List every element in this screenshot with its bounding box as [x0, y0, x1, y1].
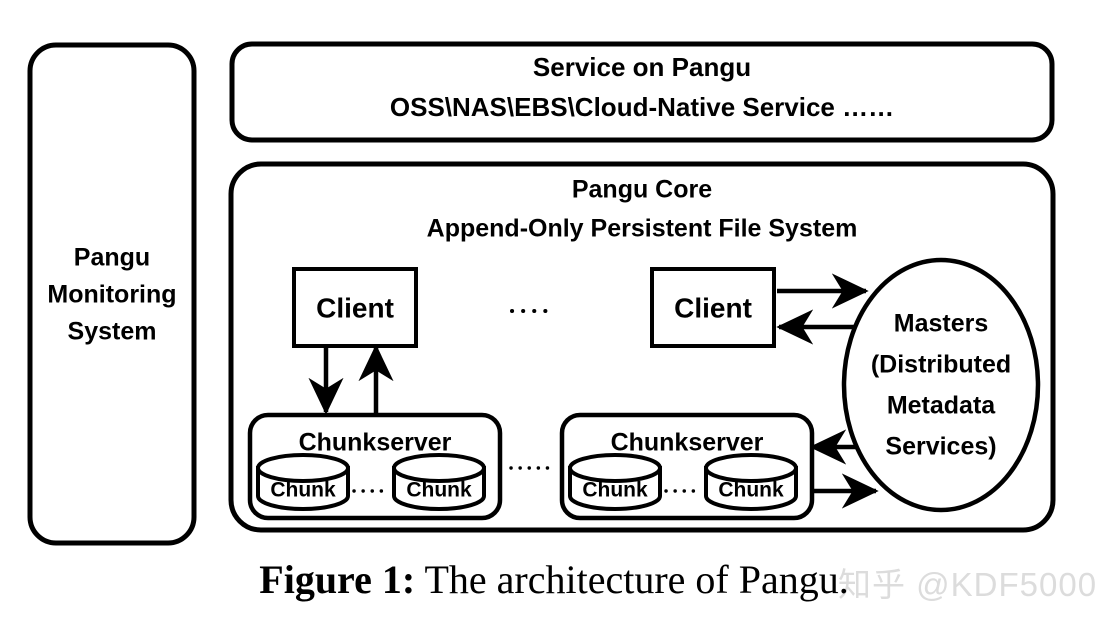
chunk-label: Chunk — [406, 479, 472, 502]
sidebar-line-3: System — [68, 318, 157, 346]
chunkserver-right-label: Chunkserver — [611, 429, 764, 457]
service-layer-title: Service on Pangu — [533, 52, 751, 82]
pangu-core-subtitle: Append-Only Persistent File System — [427, 215, 858, 243]
masters-line-4: Services) — [885, 433, 996, 461]
client-left-label: Client — [316, 292, 394, 323]
client-left-box — [292, 267, 418, 348]
figure-caption-text: The architecture of Pangu. — [415, 557, 849, 602]
client-right-box — [650, 267, 776, 348]
sidebar-line-1: Pangu — [74, 244, 150, 272]
sidebar-line-2: Monitoring — [47, 281, 176, 309]
chunk-label: Chunk — [582, 479, 648, 502]
chunk-cylinder-top — [256, 453, 350, 483]
figure-caption-label: Figure 1: — [259, 557, 416, 602]
chunk-cylinder[interactable]: Chunk — [568, 453, 662, 511]
sidebar-monitoring-system[interactable]: Pangu Monitoring System — [27, 42, 197, 546]
chunkserver-right[interactable]: Chunkserver Chunk Chunk — [559, 412, 815, 521]
sidebar-box — [27, 42, 197, 546]
client-masters-link-group — [776, 273, 869, 345]
chunk-cylinder-top — [704, 453, 798, 483]
client-left[interactable]: Client — [292, 267, 418, 348]
chunk-cylinder-top — [392, 453, 486, 483]
figure-caption: Figure 1: The architecture of Pangu. — [0, 556, 1108, 603]
masters-line-2: (Distributed — [871, 351, 1011, 379]
chunk-cylinder[interactable]: Chunk — [704, 453, 798, 511]
masters-line-1: Masters — [894, 310, 989, 338]
pangu-core-title: Pangu Core — [572, 176, 712, 204]
masters-node[interactable]: Masters (Distributed Metadata Services) — [841, 257, 1041, 513]
chunk-cylinder[interactable]: Chunk — [392, 453, 486, 511]
masters-ellipse — [841, 257, 1041, 513]
chunk-cylinder[interactable]: Chunk — [256, 453, 350, 511]
client-right[interactable]: Client — [650, 267, 776, 348]
masters-line-3: Metadata — [887, 392, 996, 420]
chunk-label: Chunk — [718, 479, 784, 502]
service-layer-rect — [229, 41, 1055, 143]
service-layer-box[interactable]: Service on Pangu OSS\NAS\EBS\Cloud-Nativ… — [229, 41, 1055, 143]
chunk-cylinder-top — [568, 453, 662, 483]
chunkserver-left-label: Chunkserver — [299, 429, 452, 457]
chunkserver-left[interactable]: Chunkserver Chunk Chunk — [247, 412, 503, 521]
service-layer-subtitle: OSS\NAS\EBS\Cloud-Native Service …… — [390, 92, 894, 122]
client-chunkserver-link-group — [308, 344, 394, 415]
watermark: 知乎 @KDF5000 — [838, 566, 1098, 603]
client-right-label: Client — [674, 292, 752, 323]
chunk-label: Chunk — [270, 479, 336, 502]
